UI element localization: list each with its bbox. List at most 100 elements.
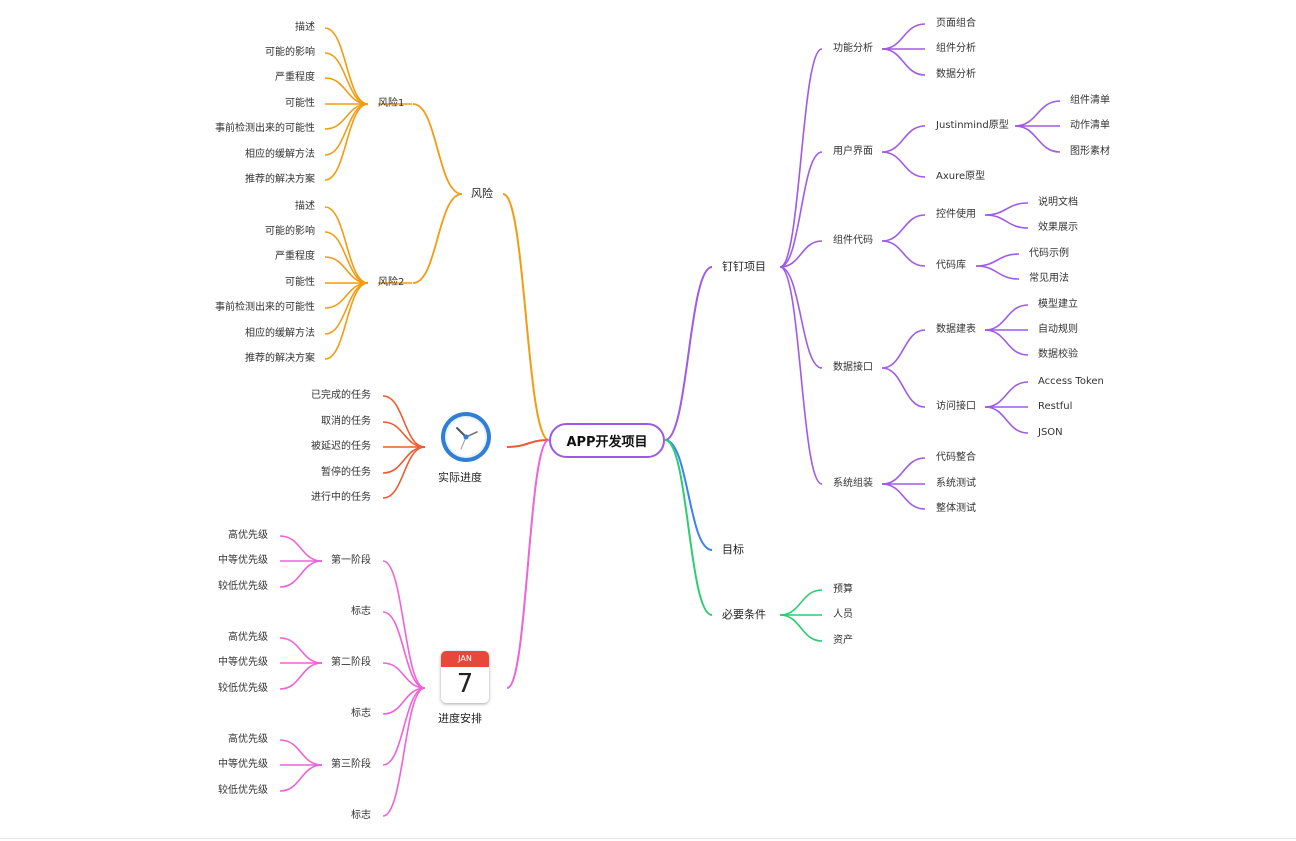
risk2-item[interactable]: 相应的缓解方法 [245, 328, 315, 339]
assembly-item[interactable]: 系统测试 [936, 478, 976, 489]
access-link [984, 381, 1029, 408]
topic-risk[interactable]: 风险 [471, 187, 493, 200]
topic-risk-1[interactable]: 风险1 [378, 98, 405, 109]
stage1-link [279, 535, 323, 562]
topic-func[interactable]: 功能分析 [833, 43, 873, 54]
schedule-link [382, 611, 426, 689]
mark-3[interactable]: 标志 [351, 810, 371, 821]
stage-1[interactable]: 第一阶段 [331, 555, 371, 566]
progress-item[interactable]: 取消的任务 [321, 416, 371, 427]
requirement-item[interactable]: 预算 [833, 584, 853, 595]
assembly-link [881, 457, 926, 485]
risk1-item[interactable]: 推荐的解决方案 [245, 174, 315, 185]
risk2-item[interactable]: 描述 [295, 201, 315, 212]
clock-icon [441, 412, 491, 462]
risk2-item[interactable]: 可能性 [285, 277, 315, 288]
requirement-item[interactable]: 人员 [833, 609, 853, 620]
stage1-item[interactable]: 较低优先级 [218, 581, 268, 592]
mark-1[interactable]: 标志 [351, 606, 371, 617]
lib-item[interactable]: 代码示例 [1029, 248, 1069, 259]
topic-dingding[interactable]: 钉钉项目 [722, 260, 766, 273]
stage3-item[interactable]: 较低优先级 [218, 785, 268, 796]
access-item[interactable]: Restful [1038, 401, 1073, 412]
justin-link [1014, 125, 1061, 153]
dingding-link [779, 266, 823, 369]
stage-2[interactable]: 第二阶段 [331, 657, 371, 668]
stage3-item[interactable]: 高优先级 [228, 734, 268, 745]
ui-link [881, 125, 926, 153]
func-item[interactable]: 页面组合 [936, 18, 976, 29]
func-item[interactable]: 数据分析 [936, 69, 976, 80]
risk2-item[interactable]: 事前检测出来的可能性 [215, 302, 315, 313]
data-link [881, 329, 926, 369]
progress-item[interactable]: 暂停的任务 [321, 467, 371, 478]
schedule-link [382, 687, 426, 715]
table-item[interactable]: 数据校验 [1038, 349, 1078, 360]
assembly-link [881, 483, 926, 510]
schedule-link [382, 687, 426, 817]
stage2-item[interactable]: 中等优先级 [218, 657, 268, 668]
topic-justinmind[interactable]: Justinmind原型 [936, 120, 1009, 131]
table-item[interactable]: 模型建立 [1038, 299, 1078, 310]
progress-item[interactable]: 进行中的任务 [311, 492, 371, 503]
risk1-item[interactable]: 事前检测出来的可能性 [215, 123, 315, 134]
mark-2[interactable]: 标志 [351, 708, 371, 719]
table-link [984, 304, 1029, 331]
stage1-item[interactable]: 高优先级 [228, 530, 268, 541]
topic-access[interactable]: 访问接口 [936, 401, 976, 412]
func-item[interactable]: 组件分析 [936, 43, 976, 54]
code-link [881, 214, 926, 242]
risk2-item[interactable]: 可能的影响 [265, 226, 315, 237]
topic-assembly[interactable]: 系统组装 [833, 478, 873, 489]
topic-control[interactable]: 控件使用 [936, 209, 976, 220]
progress-item[interactable]: 被延迟的任务 [311, 441, 371, 452]
branch-progress [506, 439, 550, 448]
dingding-link [779, 151, 823, 268]
requirement-item[interactable]: 资产 [833, 635, 853, 646]
topic-schedule[interactable]: 进度安排 [438, 712, 482, 725]
control-item[interactable]: 效果展示 [1038, 222, 1078, 233]
table-item[interactable]: 自动规则 [1038, 324, 1078, 335]
risk1-item[interactable]: 描述 [295, 22, 315, 33]
control-item[interactable]: 说明文档 [1038, 197, 1078, 208]
data-link [881, 367, 926, 408]
lib-item[interactable]: 常见用法 [1029, 273, 1069, 284]
topic-risk-2[interactable]: 风险2 [378, 277, 405, 288]
assembly-item[interactable]: 代码整合 [936, 452, 976, 463]
stage3-item[interactable]: 中等优先级 [218, 759, 268, 770]
topic-codelib[interactable]: 代码库 [936, 260, 966, 271]
topic-requirements[interactable]: 必要条件 [722, 608, 766, 621]
topic-axure[interactable]: Axure原型 [936, 171, 986, 182]
progress-link [382, 446, 426, 499]
justin-item[interactable]: 组件清单 [1070, 95, 1110, 106]
func-link [881, 23, 926, 50]
risk1-item[interactable]: 可能性 [285, 98, 315, 109]
branch-risk [502, 193, 550, 441]
stage1-link [279, 560, 323, 588]
calendar-icon: JAN 7 [441, 651, 489, 703]
risk1-item[interactable]: 严重程度 [275, 72, 315, 83]
access-item[interactable]: JSON [1038, 427, 1063, 438]
topic-progress[interactable]: 实际进度 [438, 471, 482, 484]
stage3-link [279, 739, 323, 766]
topic-code[interactable]: 组件代码 [833, 235, 873, 246]
stage2-item[interactable]: 较低优先级 [218, 683, 268, 694]
topic-goal[interactable]: 目标 [722, 543, 744, 556]
topic-ui[interactable]: 用户界面 [833, 146, 873, 157]
risk2-item[interactable]: 推荐的解决方案 [245, 353, 315, 364]
risk1-item[interactable]: 可能的影响 [265, 47, 315, 58]
stage2-item[interactable]: 高优先级 [228, 632, 268, 643]
code-link [881, 240, 926, 267]
justin-item[interactable]: 图形素材 [1070, 146, 1110, 157]
progress-item[interactable]: 已完成的任务 [311, 390, 371, 401]
risk1-item[interactable]: 相应的缓解方法 [245, 149, 315, 160]
assembly-item[interactable]: 整体测试 [936, 503, 976, 514]
stage1-item[interactable]: 中等优先级 [218, 555, 268, 566]
topic-data[interactable]: 数据接口 [833, 362, 873, 373]
access-item[interactable]: Access Token [1038, 376, 1104, 387]
root-topic[interactable]: APP开发项目 [549, 423, 665, 458]
risk2-item[interactable]: 严重程度 [275, 251, 315, 262]
topic-table[interactable]: 数据建表 [936, 324, 976, 335]
stage-3[interactable]: 第三阶段 [331, 759, 371, 770]
justin-item[interactable]: 动作清单 [1070, 120, 1110, 131]
